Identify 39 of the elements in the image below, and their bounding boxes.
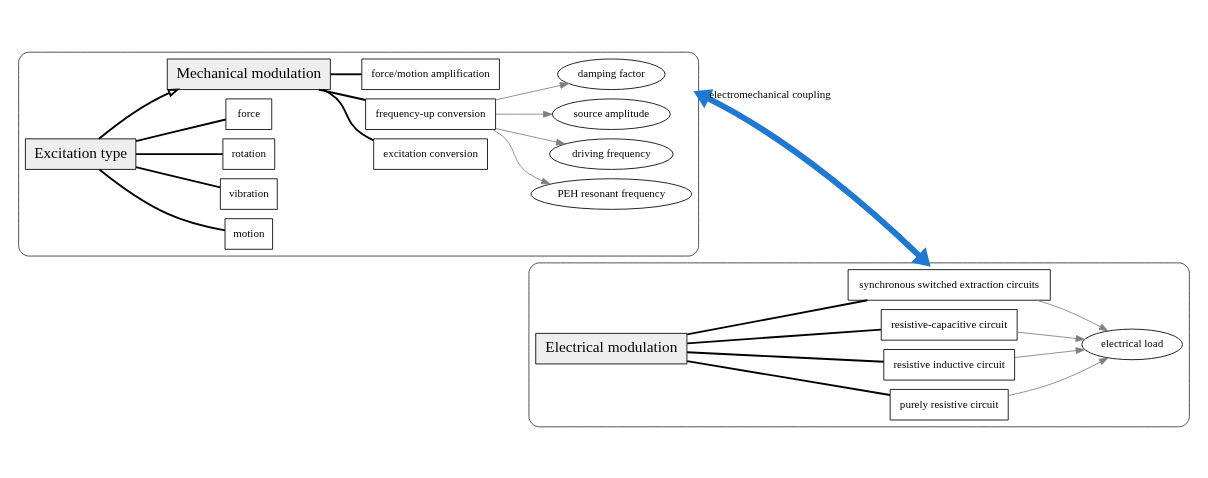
node-box: resistive-capacitive circuit [880, 308, 1018, 341]
node-box: Mechanical modulation [166, 58, 331, 90]
arrow [1007, 357, 1109, 396]
arrow [98, 88, 181, 140]
node-box: purely resistive circuit [889, 388, 1009, 420]
connector [686, 328, 882, 344]
node-box: motion [224, 217, 274, 250]
cluster [528, 261, 1190, 427]
connector [686, 359, 891, 396]
node-box: synchronous switched extraction circuits [847, 268, 1051, 301]
node-box: force/motion amplification [361, 58, 500, 90]
connector [686, 350, 885, 363]
connector [98, 168, 226, 231]
arrow [1014, 346, 1086, 358]
node-box: vibration [219, 177, 278, 210]
arrow [1036, 299, 1109, 331]
connector [135, 165, 222, 188]
node-box: excitation conversion [373, 137, 488, 170]
arrow [1016, 331, 1085, 342]
connector [322, 88, 375, 141]
arrow [495, 81, 570, 100]
node-box: Electrical modulation [535, 332, 688, 364]
arrow [495, 127, 566, 145]
arrow [492, 128, 551, 184]
connector [135, 152, 224, 155]
node-box: force [225, 98, 273, 130]
connector [686, 298, 869, 335]
cluster [18, 51, 700, 256]
arrow [495, 110, 553, 118]
node-box: Excitation type [25, 137, 137, 170]
node-box: rotation [222, 137, 276, 170]
node-box: frequency-up conversion [365, 98, 496, 130]
arrow [693, 88, 931, 267]
node-box: resistive inductive circuit [883, 348, 1016, 380]
connector [135, 118, 227, 142]
connector [329, 72, 363, 75]
node-ellipse: source amplitude [551, 98, 671, 130]
node-ellipse: electrical load [1081, 328, 1183, 360]
connector [317, 88, 367, 101]
